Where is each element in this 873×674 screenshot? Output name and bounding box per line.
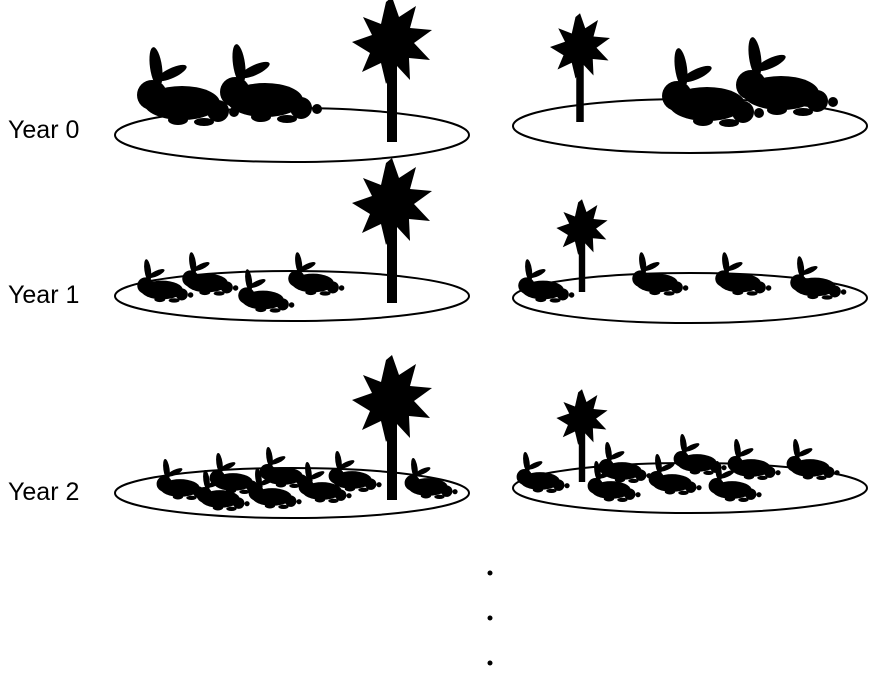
rabbit-icon: [728, 439, 781, 480]
row-year-0: Year 0: [8, 0, 867, 162]
island-right: [513, 13, 867, 153]
palm-tree-icon: [556, 199, 607, 292]
continuation-ellipsis: [488, 571, 493, 666]
year-label: Year 0: [8, 116, 79, 144]
ellipsis-dot: [488, 661, 493, 666]
rabbit-icon: [790, 256, 846, 300]
island-right: [513, 389, 867, 513]
row-year-1: Year 1: [8, 158, 867, 323]
rabbit-icon: [238, 269, 294, 313]
island-left: [115, 355, 469, 518]
rabbit-icon: [288, 252, 344, 296]
rabbit-icon: [787, 439, 840, 480]
palm-tree-icon: [352, 0, 432, 142]
row-year-2: Year 2: [8, 355, 867, 518]
palm-tree-icon: [352, 158, 432, 303]
island-right: [513, 199, 867, 323]
year-label: Year 2: [8, 478, 79, 506]
year-label: Year 1: [8, 281, 79, 309]
ellipsis-dot: [488, 571, 493, 576]
island-left: [115, 158, 469, 321]
island-left: [115, 0, 469, 162]
rabbit-icon: [736, 36, 838, 116]
palm-tree-icon: [550, 13, 610, 122]
rabbit-icon: [517, 452, 570, 493]
ellipsis-dot: [488, 616, 493, 621]
